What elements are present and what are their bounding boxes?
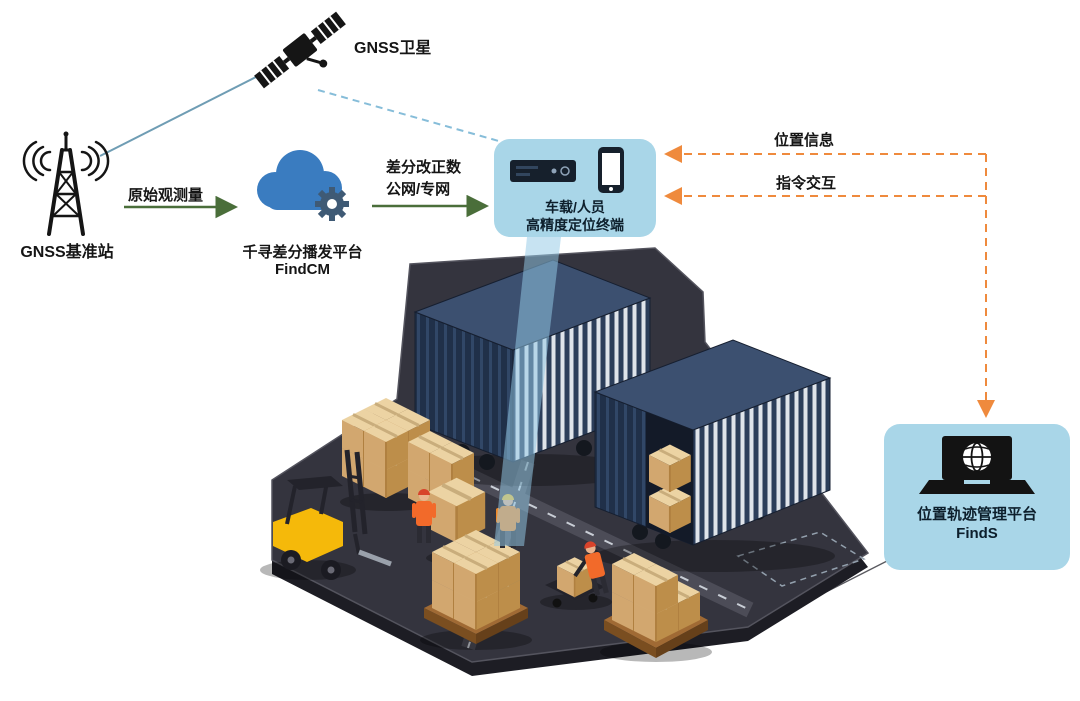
marked-zone: [736, 531, 866, 587]
management-platform-product: FindS: [956, 525, 998, 542]
cloud-platform-label: 千寻差分播发平台: [242, 244, 363, 261]
laptop-globe-icon: [919, 436, 1035, 494]
worker-3: [584, 541, 609, 596]
cloud-platform-product: FindCM: [275, 261, 330, 278]
gear-icon: [315, 187, 349, 221]
correction-label-line1: 差分改正数: [386, 159, 462, 176]
radio-tower-icon: [22, 131, 110, 236]
terminal-label-line2: 高精度定位终端: [526, 217, 624, 233]
forklift: [273, 449, 392, 580]
satellite-icon: [254, 11, 346, 89]
satellite-label: GNSS卫星: [354, 40, 432, 57]
position-info-label: 位置信息: [774, 132, 835, 149]
command-exchange-label: 指令交互: [776, 175, 837, 192]
management-platform-label: 位置轨迹管理平台: [916, 506, 1037, 523]
finds-pointer-line: [825, 559, 890, 593]
cloud-icon: [257, 150, 349, 221]
terminal-icons: [510, 147, 624, 193]
shipping-container-2: [593, 339, 832, 549]
satellite-to-base-line: [99, 73, 263, 157]
management-platform-panel: 位置轨迹管理平台 FindS: [884, 424, 1070, 570]
smartphone-icon: [598, 147, 624, 193]
positioning-beam: [494, 237, 561, 546]
cargo-pallet-stack-d: [604, 551, 708, 658]
worker-1: [412, 489, 436, 543]
base-station-label: GNSS基准站: [20, 244, 114, 261]
satellite-to-terminal-dashed-line: [317, 89, 521, 148]
terminal-panel: 车载/人员 高精度定位终端: [494, 139, 656, 237]
vehicle-terminal-icon: [510, 160, 576, 182]
terminal-label-line1: 车载/人员: [545, 199, 605, 215]
correction-label-line2: 公网/专网: [386, 181, 451, 198]
cargo-pallet-stack-c: [424, 528, 528, 644]
raw-observation-label: 原始观测量: [128, 187, 204, 204]
